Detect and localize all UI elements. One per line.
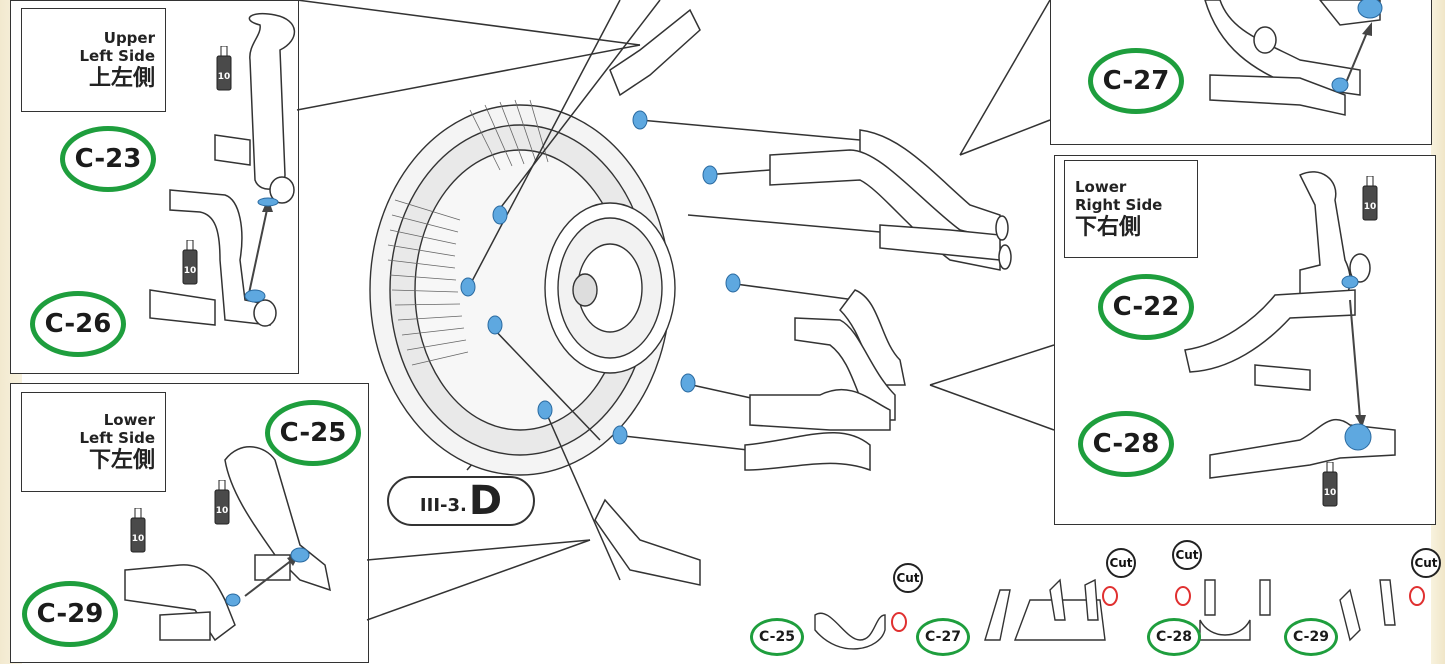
cut-marker: Cut bbox=[1106, 548, 1136, 578]
label-chinese: 下左側 bbox=[88, 447, 155, 473]
paint-code: 10 bbox=[132, 534, 145, 544]
part-callout-c23: C-23 bbox=[60, 126, 156, 192]
paint-code: 10 bbox=[216, 506, 229, 516]
paint-bottle-icon: 10 bbox=[216, 46, 232, 91]
label-line-1: Upper bbox=[103, 29, 155, 47]
paint-code: 10 bbox=[1364, 202, 1377, 212]
lower-right-side-label: Lower Right Side 下右側 bbox=[1064, 160, 1198, 258]
label-line-1: Lower bbox=[103, 411, 155, 429]
leader-line bbox=[959, 0, 1051, 156]
cut-marker: Cut bbox=[1172, 540, 1202, 570]
sprue-callout-c25: C-25 bbox=[750, 618, 804, 656]
sprue-callout-c28: C-28 bbox=[1147, 618, 1201, 656]
paint-bottle-icon: 10 bbox=[214, 480, 230, 525]
paint-bottle-icon: 10 bbox=[182, 240, 198, 285]
cut-marker: Cut bbox=[1411, 548, 1441, 578]
part-callout-c26: C-26 bbox=[30, 291, 126, 357]
leader-line bbox=[959, 119, 1051, 156]
part-callout-c28: C-28 bbox=[1078, 411, 1174, 477]
leader-line bbox=[929, 344, 1055, 386]
step-number: III-3. bbox=[419, 494, 467, 516]
label-chinese: 上左側 bbox=[88, 65, 155, 91]
part-callout-c29: C-29 bbox=[22, 581, 118, 647]
leader-line bbox=[296, 0, 641, 46]
paint-code: 10 bbox=[218, 72, 231, 82]
part-callout-c25: C-25 bbox=[265, 400, 361, 466]
step-label: III-3. D bbox=[387, 476, 535, 526]
part-callout-c27: C-27 bbox=[1088, 48, 1184, 114]
radial-engine bbox=[369, 104, 676, 476]
label-line-2: Left Side bbox=[79, 429, 155, 447]
label-line-2: Left Side bbox=[79, 47, 155, 65]
label-line-1: Lower bbox=[1075, 178, 1127, 196]
paint-bottle-icon: 10 bbox=[1362, 176, 1378, 221]
paint-bottle-icon: 10 bbox=[1322, 462, 1338, 507]
leader-line bbox=[929, 384, 1055, 431]
step-letter: D bbox=[468, 478, 503, 524]
leader-line bbox=[366, 539, 591, 561]
leader-line bbox=[366, 539, 591, 621]
upper-left-side-label: Upper Left Side 上左側 bbox=[21, 8, 166, 112]
paint-bottle-icon: 10 bbox=[130, 508, 146, 553]
part-callout-c22: C-22 bbox=[1098, 274, 1194, 340]
cut-marker: Cut bbox=[893, 563, 923, 593]
leader-line bbox=[296, 44, 641, 111]
paint-code: 10 bbox=[1324, 488, 1337, 498]
sprue-callout-c29: C-29 bbox=[1284, 618, 1338, 656]
label-line-2: Right Side bbox=[1075, 196, 1163, 214]
label-chinese: 下右側 bbox=[1075, 214, 1142, 240]
lower-left-side-label: Lower Left Side 下左側 bbox=[21, 392, 166, 492]
paint-code: 10 bbox=[184, 266, 197, 276]
sprue-callout-c27: C-27 bbox=[916, 618, 970, 656]
